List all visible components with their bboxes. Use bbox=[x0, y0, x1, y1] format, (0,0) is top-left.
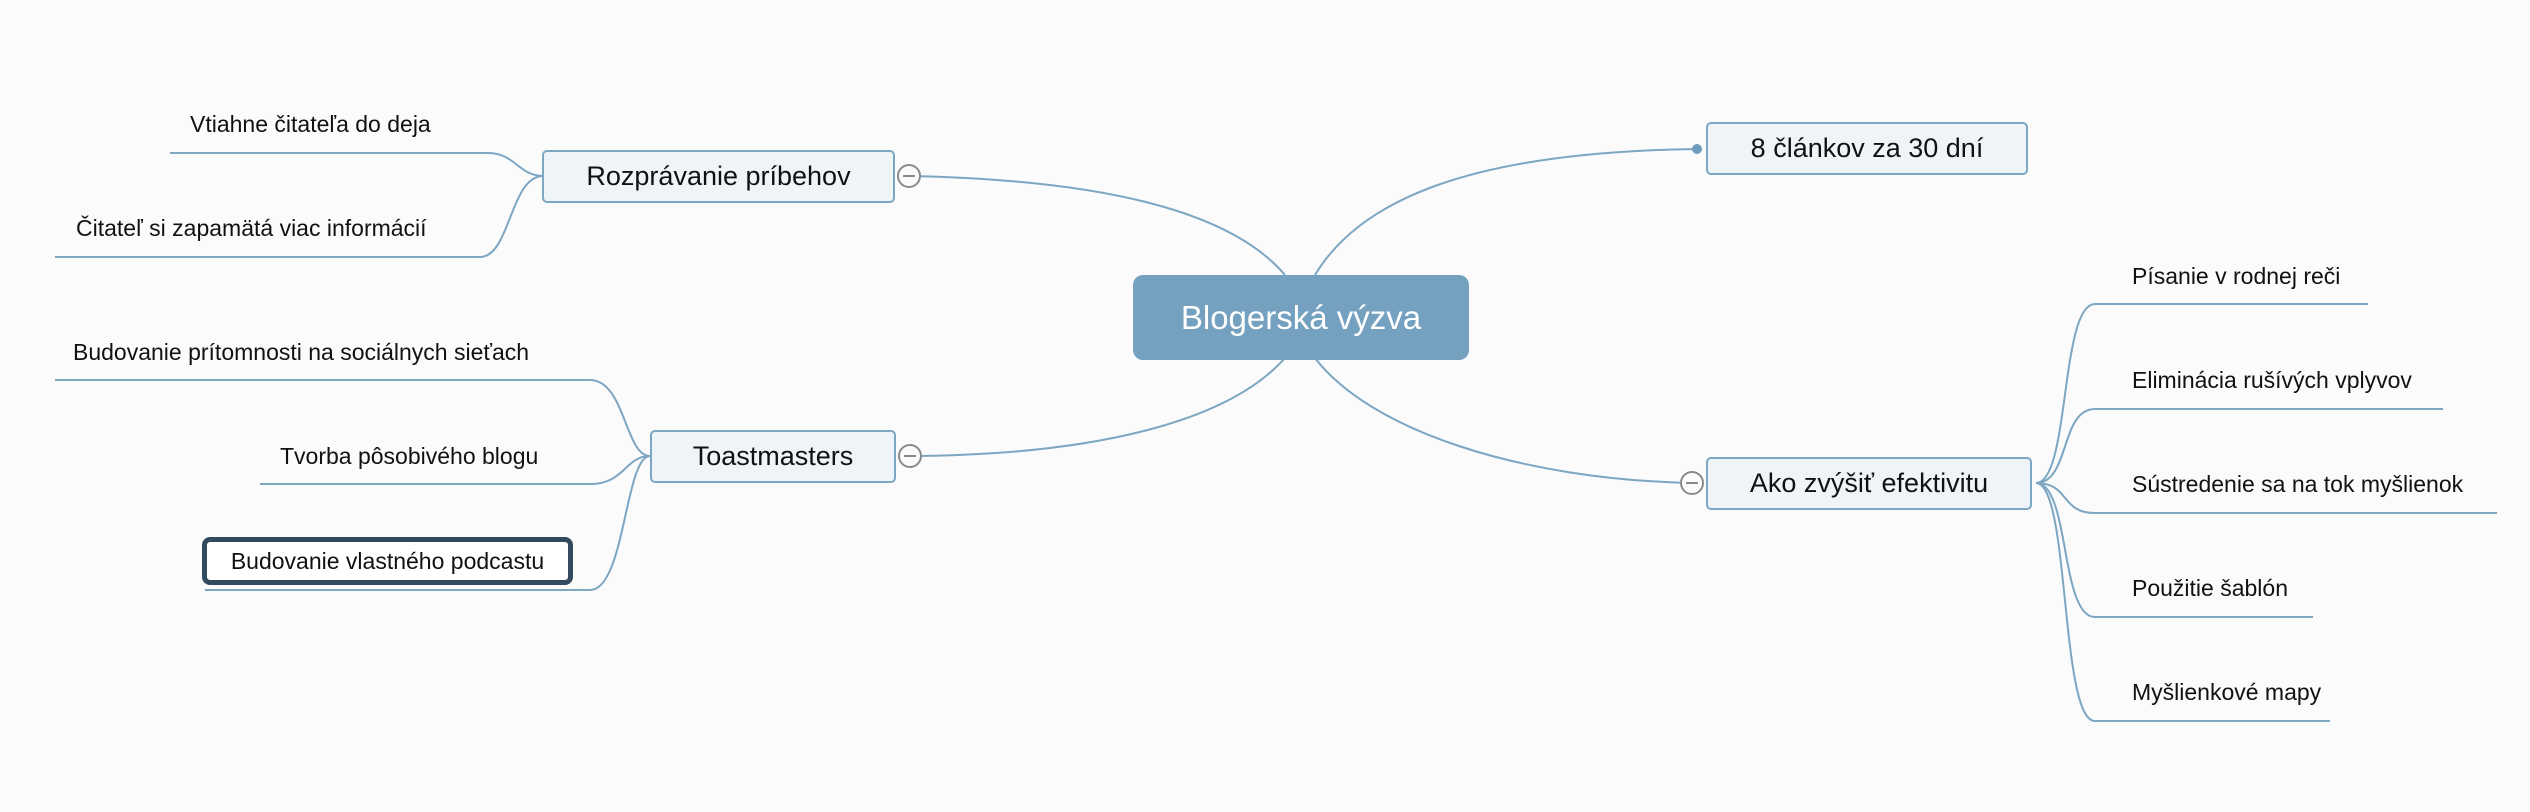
collapse-storytelling-icon[interactable] bbox=[897, 164, 921, 188]
connector-toast-1 bbox=[55, 379, 651, 457]
subtopic-item[interactable]: Sústredenie sa na tok myšlienok bbox=[2132, 464, 2522, 504]
topic-toastmasters[interactable]: Toastmasters bbox=[650, 430, 896, 483]
subtopic-label: Čitateľ si zapamätá viac informácií bbox=[76, 214, 427, 241]
connector-toast-3 bbox=[205, 455, 651, 591]
collapse-toastmasters-icon[interactable] bbox=[898, 444, 922, 468]
subtopic-item[interactable]: Vtiahne čitateľa do deja bbox=[190, 104, 490, 144]
subtopic-item[interactable]: Budovanie prítomnosti na sociálnych sieť… bbox=[73, 332, 603, 372]
connector-toast-2 bbox=[260, 455, 651, 485]
topic-label: Toastmasters bbox=[692, 441, 854, 471]
subtopic-item[interactable]: Použitie šablón bbox=[2132, 568, 2432, 608]
collapse-efficiency-icon[interactable] bbox=[1680, 471, 1704, 495]
topic-label: 8 článkov za 30 dní bbox=[1750, 133, 1984, 163]
connector-efficiency bbox=[1314, 357, 1696, 484]
subtopic-label: Budovanie vlastného podcastu bbox=[230, 547, 545, 574]
subtopic-item[interactable]: Tvorba pôsobivého blogu bbox=[280, 436, 600, 476]
connector-eff-3 bbox=[2035, 482, 2497, 514]
subtopic-label: Sústredenie sa na tok myšlienok bbox=[2132, 470, 2464, 497]
subtopic-label: Tvorba pôsobivého blogu bbox=[280, 442, 539, 469]
subtopic-label: Použitie šablón bbox=[2132, 574, 2288, 601]
subtopic-label: Budovanie prítomnosti na sociálnych sieť… bbox=[73, 338, 530, 365]
connector-storytelling bbox=[909, 175, 1286, 276]
connector-toastmasters bbox=[909, 357, 1286, 457]
subtopic-item-selected[interactable]: Budovanie vlastného podcastu bbox=[202, 537, 573, 585]
subtopic-label: Písanie v rodnej reči bbox=[2132, 262, 2341, 289]
topic-articles[interactable]: 8 článkov za 30 dní bbox=[1706, 122, 2028, 175]
connector-articles bbox=[1314, 148, 1698, 276]
connector-story-1 bbox=[170, 152, 543, 177]
connector-eff-5 bbox=[2035, 482, 2330, 722]
topic-storytelling[interactable]: Rozprávanie príbehov bbox=[542, 150, 895, 203]
articles-anchor-dot bbox=[1692, 144, 1702, 154]
topic-label: Rozprávanie príbehov bbox=[586, 161, 851, 191]
subtopic-item[interactable]: Myšlienkové mapy bbox=[2132, 672, 2432, 712]
central-topic[interactable]: Blogerská výzva bbox=[1133, 275, 1469, 360]
subtopic-item[interactable]: Eliminácia rušívých vplyvov bbox=[2132, 360, 2512, 400]
connector-eff-1 bbox=[2035, 303, 2368, 484]
subtopic-label: Myšlienkové mapy bbox=[2132, 678, 2322, 705]
connector-eff-2 bbox=[2035, 408, 2443, 484]
connector-eff-4 bbox=[2035, 482, 2313, 618]
connector-story-2 bbox=[55, 175, 543, 258]
topic-efficiency[interactable]: Ako zvýšiť efektivitu bbox=[1706, 457, 2032, 510]
subtopic-item[interactable]: Písanie v rodnej reči bbox=[2132, 256, 2462, 296]
topic-label: Ako zvýšiť efektivitu bbox=[1749, 468, 1989, 498]
subtopic-label: Eliminácia rušívých vplyvov bbox=[2132, 366, 2412, 393]
subtopic-item[interactable]: Čitateľ si zapamätá viac informácií bbox=[76, 208, 486, 248]
subtopic-label: Vtiahne čitateľa do deja bbox=[190, 110, 431, 137]
central-topic-label: Blogerská výzva bbox=[1180, 298, 1422, 336]
